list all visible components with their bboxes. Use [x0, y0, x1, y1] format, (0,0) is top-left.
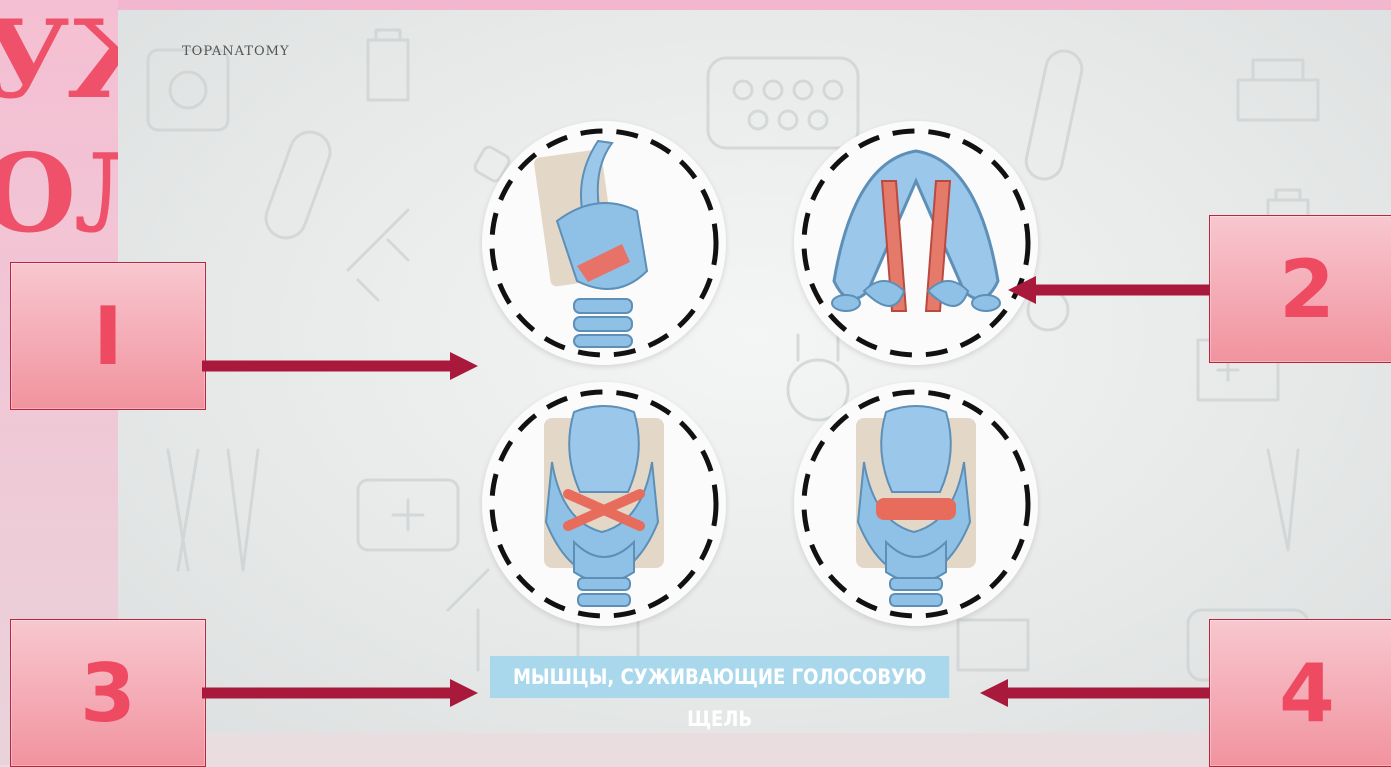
label-number-1: I — [11, 263, 205, 409]
label-box-1: I — [10, 262, 206, 410]
larynx-posterior-oblique-illustration — [482, 382, 726, 626]
medallion-lateral-larynx — [482, 121, 726, 365]
arrow-3-right — [200, 677, 480, 709]
label-number-2: 2 — [1210, 216, 1391, 362]
larynx-lateral-illustration — [482, 121, 726, 365]
brand-logo: TOPANATOMY — [182, 44, 290, 59]
medallion-superior-view — [794, 121, 1038, 365]
larynx-superior-illustration — [794, 121, 1038, 365]
label-number-4: 4 — [1210, 620, 1391, 766]
arrow-4-left — [978, 677, 1212, 709]
larynx-posterior-transverse-illustration — [794, 382, 1038, 626]
top-band — [0, 0, 1391, 10]
arrow-2-left — [1006, 274, 1212, 306]
label-number-3: 3 — [11, 620, 205, 766]
label-box-4: 4 — [1209, 619, 1391, 767]
label-box-2: 2 — [1209, 215, 1391, 363]
medallion-posterior-transverse — [794, 382, 1038, 626]
slide-caption: МЫШЦЫ, СУЖИВАЮЩИЕ ГОЛОСОВУЮ ЩЕЛЬ — [490, 656, 949, 698]
label-box-3: 3 — [10, 619, 206, 767]
arrow-1-right — [200, 350, 480, 382]
medallion-posterior-oblique — [482, 382, 726, 626]
